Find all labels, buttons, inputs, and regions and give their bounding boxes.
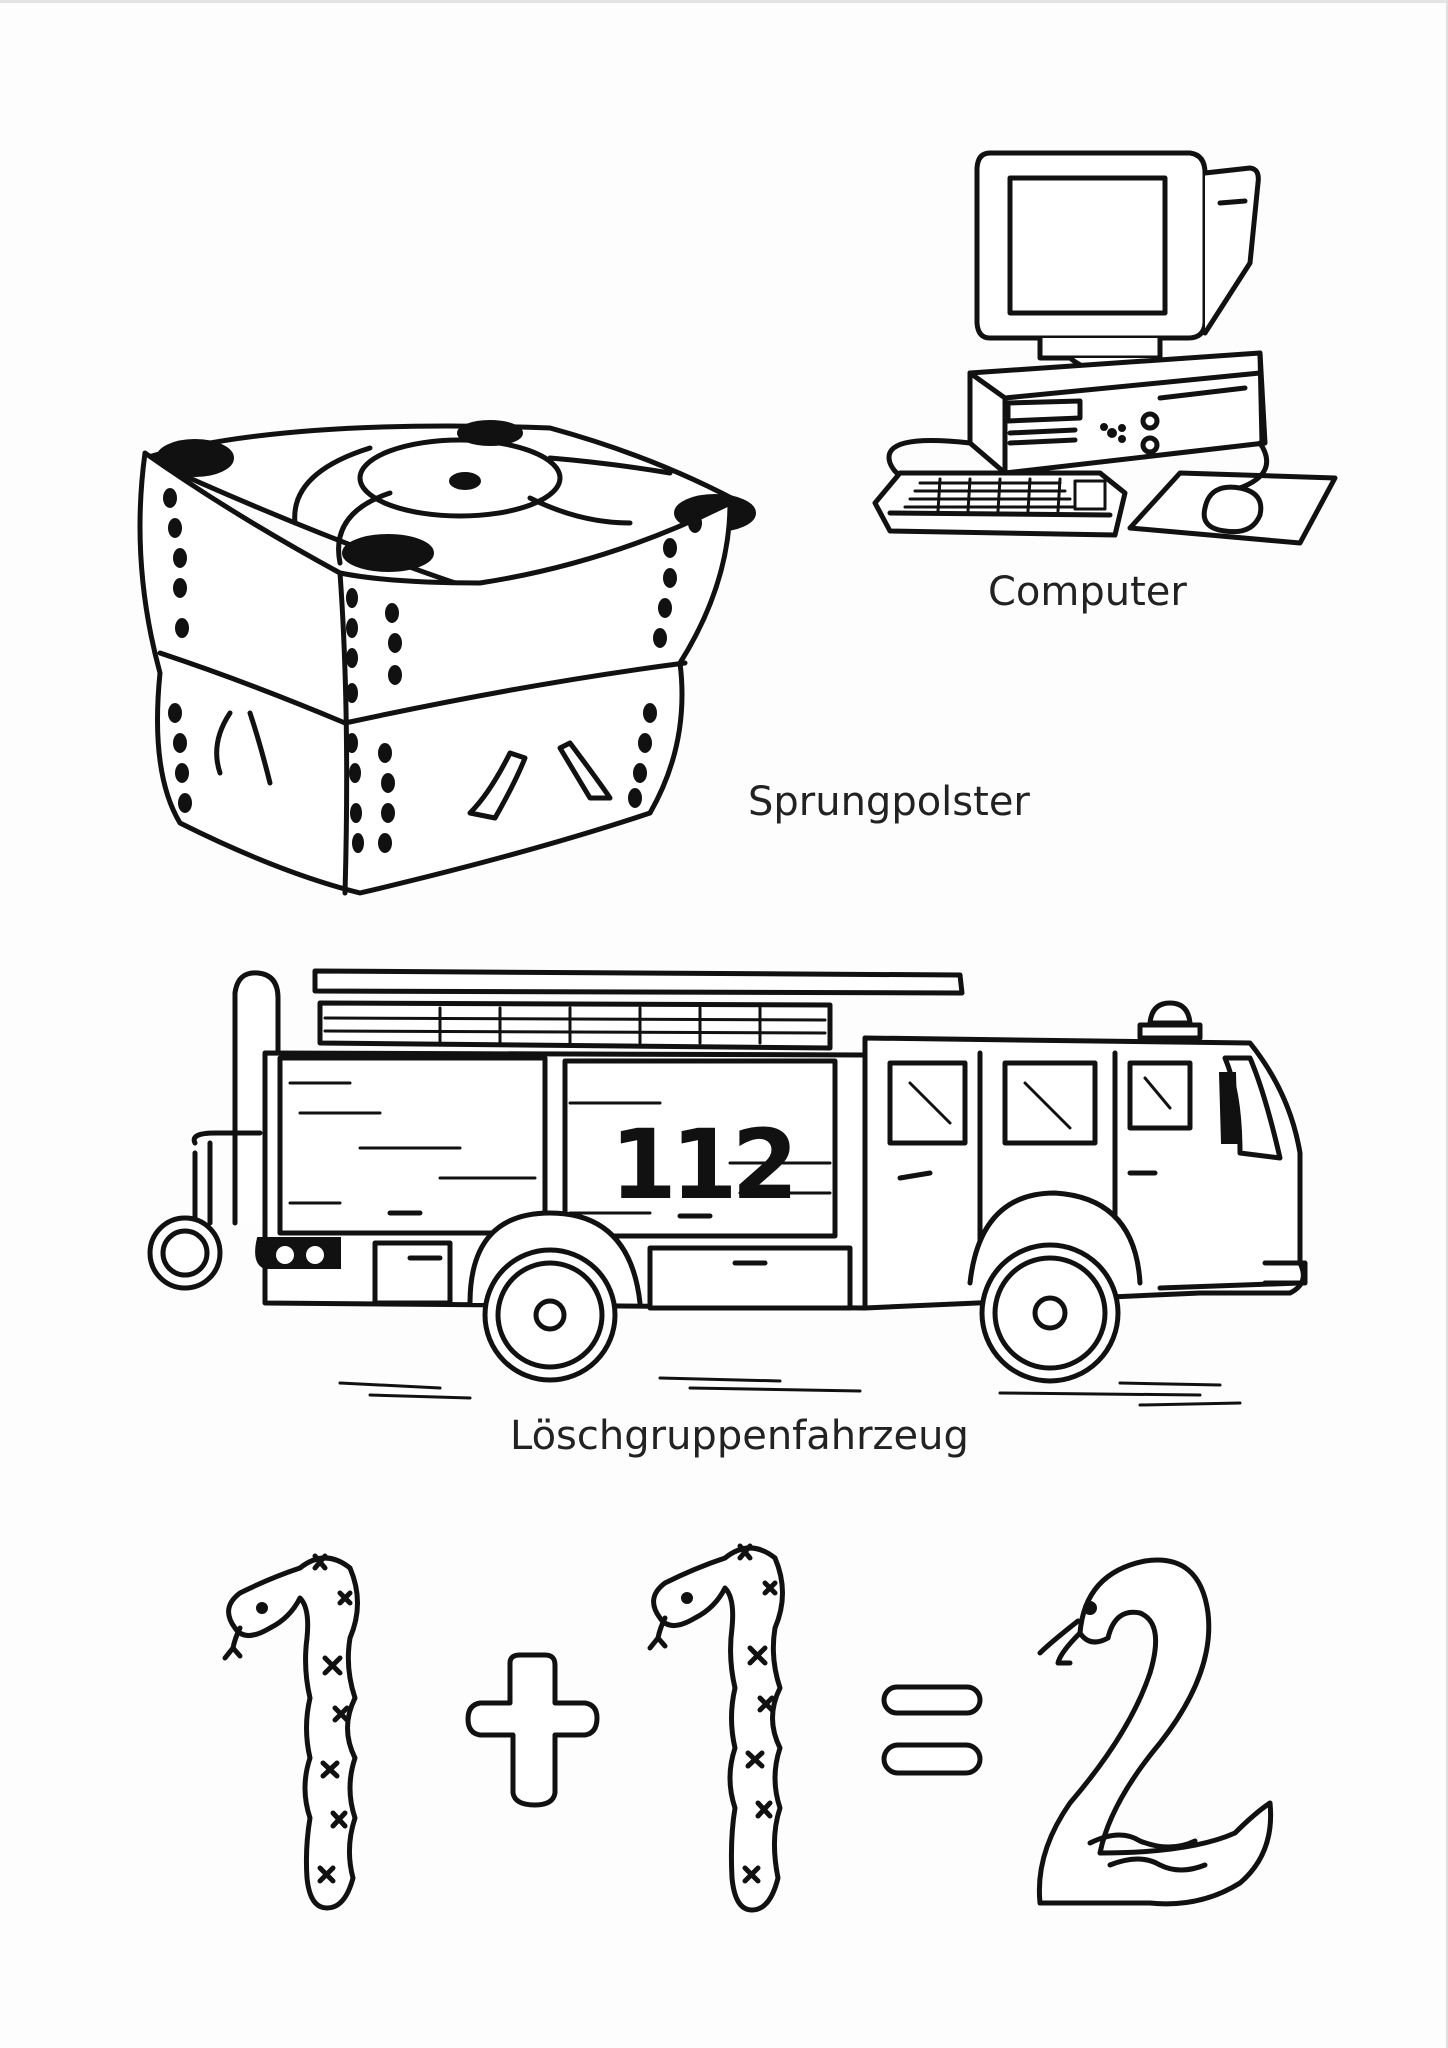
fire-truck-label: Löschgruppenfahrzeug [510, 1413, 969, 1459]
snake-one-icon-2 [647, 1543, 785, 1913]
equals-icon [881, 1684, 983, 1776]
swan-two-icon [1036, 1557, 1274, 1907]
jump-cushion-icon [137, 420, 756, 896]
sprungpolster-label: Sprungpolster [748, 779, 1030, 825]
truck-number: 112 [610, 1109, 792, 1221]
computer-icon [872, 150, 1338, 546]
snake-one-icon [222, 1553, 360, 1911]
fire-truck-icon: 112 [147, 968, 1308, 1407]
plus-icon [465, 1652, 600, 1808]
computer-label: Computer [988, 569, 1187, 615]
